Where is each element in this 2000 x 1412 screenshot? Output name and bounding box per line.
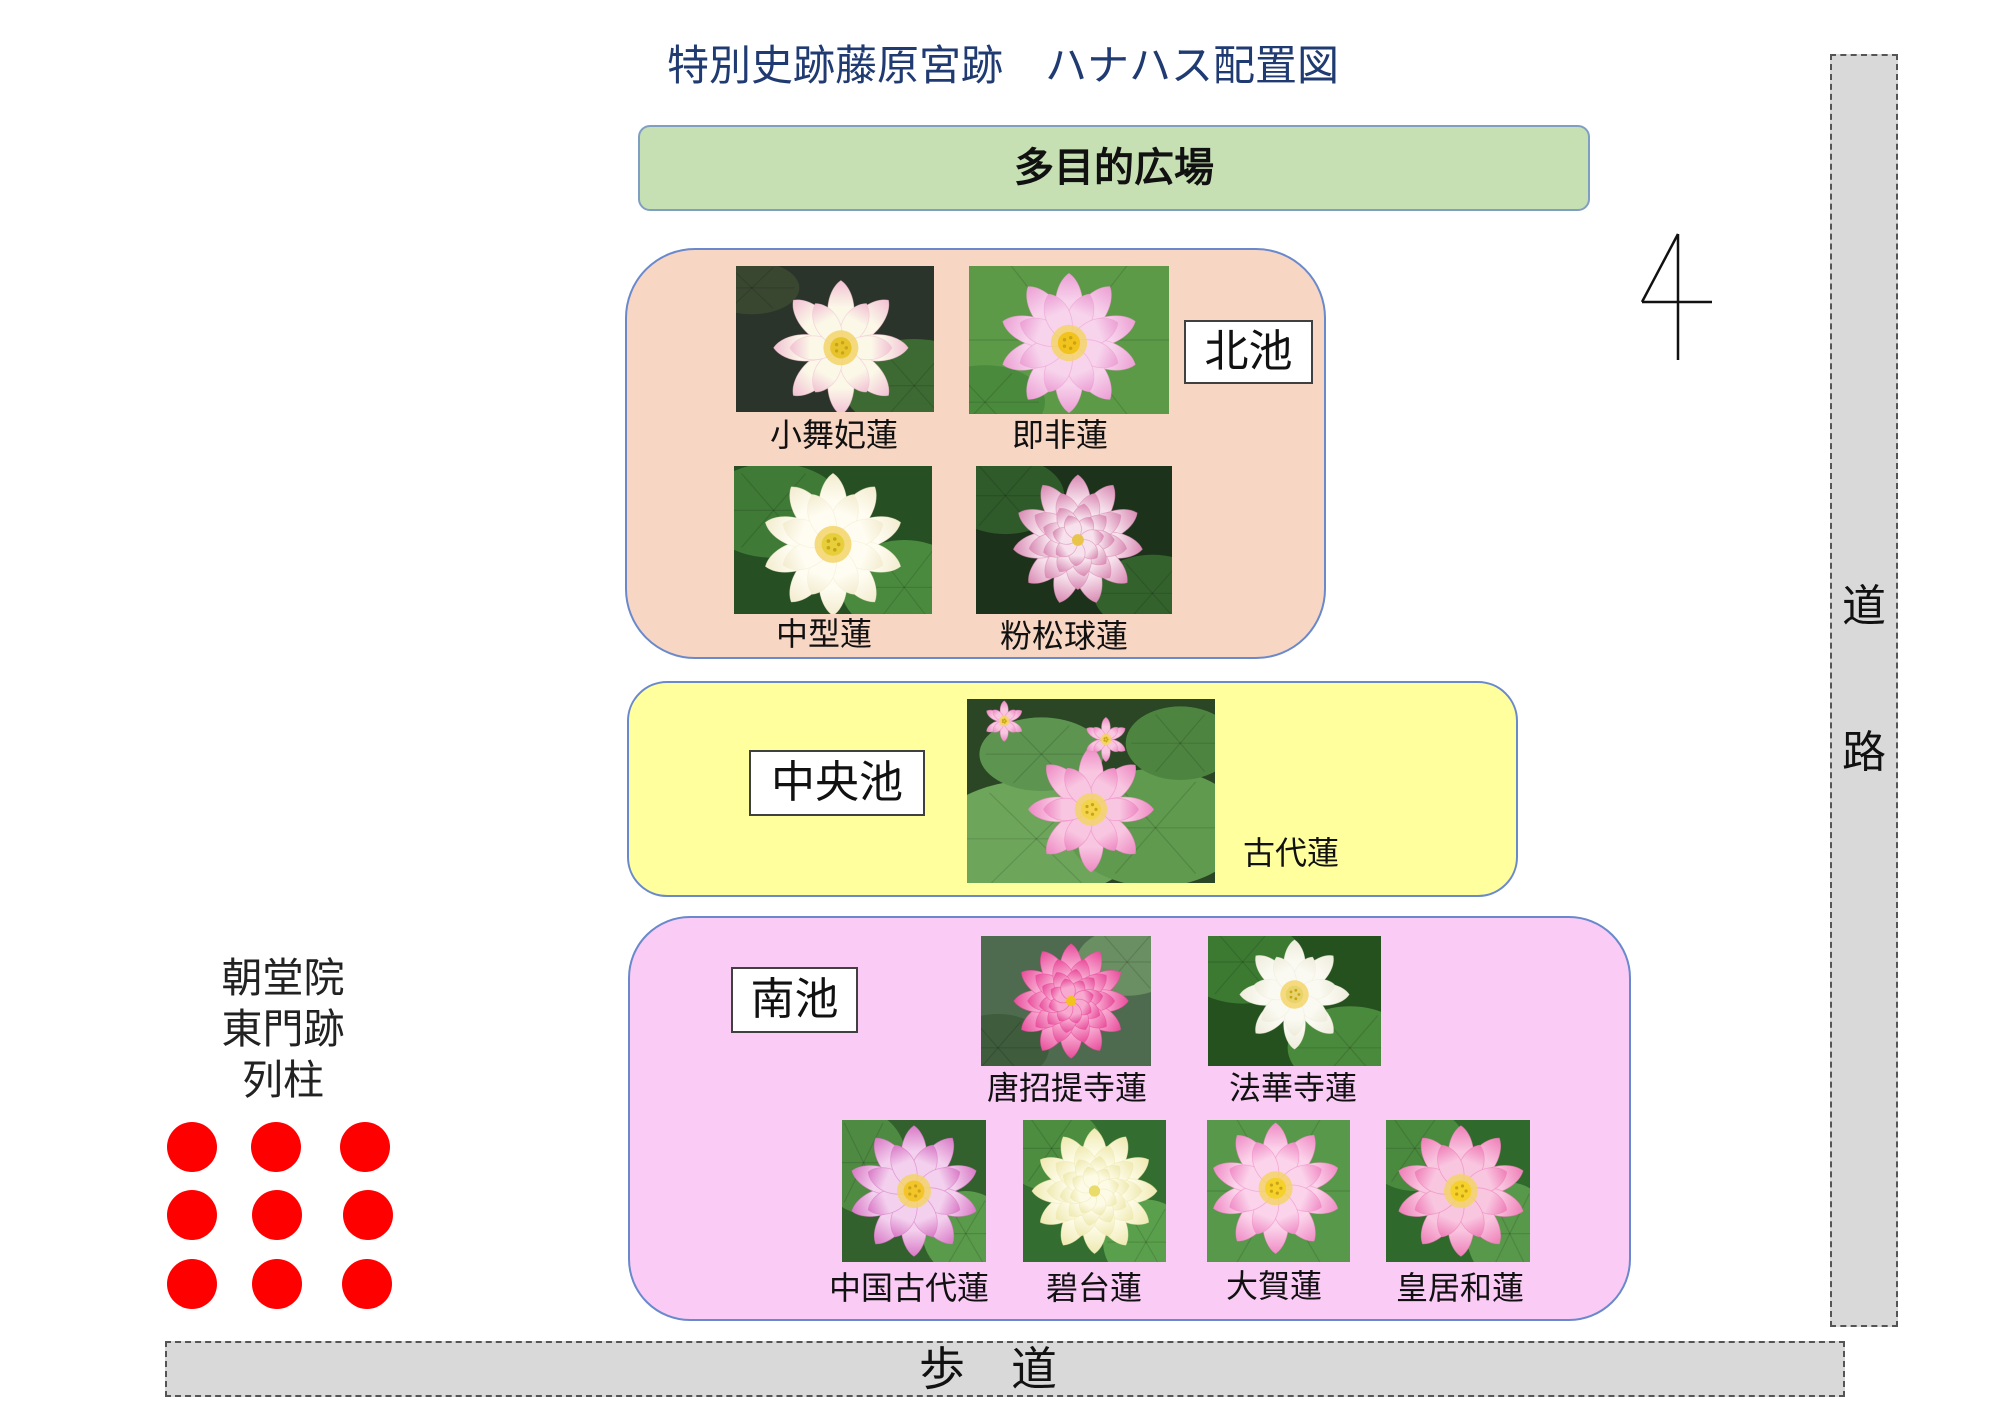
variety-label: 唐招提寺蓮 — [986, 1069, 1147, 1107]
pillar-dot — [167, 1190, 217, 1240]
lotus-photo-komaihi-ren — [736, 266, 934, 412]
pillar-dot — [252, 1259, 302, 1309]
variety-label: 法華寺蓮 — [1228, 1069, 1357, 1107]
lotus-photo-kodai-ren-image — [967, 699, 1215, 883]
lotus-photo-chugoku-kodai-ren — [842, 1120, 986, 1262]
road-label-char: 道 — [1842, 581, 1886, 632]
lotus-photo-funshokyu-ren-image — [976, 466, 1172, 614]
lotus-photo-kodai-ren — [967, 699, 1215, 883]
lotus-photo-kokyo-wa-ren-image — [1386, 1120, 1530, 1262]
lotus-photo-hokkeji-ren-image — [1208, 936, 1381, 1066]
colonnade-label-line: 東門跡 — [221, 1005, 345, 1053]
lotus-photo-hokkeji-ren — [1208, 936, 1381, 1066]
lotus-photo-toshodaiji-ren-image — [981, 936, 1151, 1066]
lotus-photo-hekidai-ren-image — [1023, 1120, 1166, 1262]
lotus-photo-funshokyu-ren — [976, 466, 1172, 614]
variety-label: 碧台蓮 — [1045, 1269, 1142, 1307]
sidewalk-label: 歩 道 — [919, 1342, 1057, 1396]
map-title: 特別史跡藤原宮跡 ハナハス配置図 — [667, 41, 1340, 90]
variety-label: 大賀蓮 — [1225, 1267, 1322, 1305]
multipurpose-plaza: 多目的広場 — [638, 125, 1590, 211]
pillar-dot — [340, 1122, 390, 1172]
north-pond-label: 北池 — [1184, 320, 1313, 384]
variety-label: 古代蓮 — [1242, 834, 1339, 872]
variety-label: 粉松球蓮 — [999, 617, 1128, 655]
colonnade-label-line: 朝堂院 — [221, 954, 345, 1002]
lotus-photo-oga-hasu — [1207, 1120, 1350, 1262]
lotus-photo-sokuhi-ren-image — [969, 266, 1169, 414]
pillar-dot — [252, 1190, 302, 1240]
plaza-label: 多目的広場 — [1014, 145, 1214, 191]
lotus-photo-komaihi-ren-image — [736, 266, 934, 412]
lotus-photo-hekidai-ren — [1023, 1120, 1166, 1262]
lotus-photo-chugata-ren-image — [734, 466, 932, 614]
road: 道 路 — [1830, 54, 1898, 1327]
south-pond-label: 南池 — [731, 967, 858, 1033]
variety-label: 小舞妃蓮 — [769, 416, 898, 454]
lotus-photo-kokyo-wa-ren — [1386, 1120, 1530, 1262]
road-label-char: 路 — [1842, 727, 1886, 778]
pillar-dot — [167, 1259, 217, 1309]
north-arrow-icon — [1640, 233, 1712, 360]
pillar-dot — [251, 1122, 301, 1172]
central-pond-label: 中央池 — [749, 750, 925, 816]
lotus-photo-chugata-ren — [734, 466, 932, 614]
variety-label: 皇居和蓮 — [1395, 1269, 1524, 1307]
sidewalk: 歩 道 — [165, 1341, 1845, 1397]
colonnade-label-line: 列柱 — [242, 1056, 324, 1104]
variety-label: 中型蓮 — [775, 615, 872, 653]
lotus-photo-sokuhi-ren — [969, 266, 1169, 414]
lotus-photo-toshodaiji-ren — [981, 936, 1151, 1066]
pillar-dot — [342, 1259, 392, 1309]
lotus-photo-oga-hasu-image — [1207, 1120, 1350, 1262]
variety-label: 即非蓮 — [1011, 416, 1108, 454]
pillar-dot — [167, 1122, 217, 1172]
variety-label: 中国古代蓮 — [828, 1269, 989, 1307]
pillar-dot — [343, 1190, 393, 1240]
lotus-photo-chugoku-kodai-ren-image — [842, 1120, 986, 1262]
